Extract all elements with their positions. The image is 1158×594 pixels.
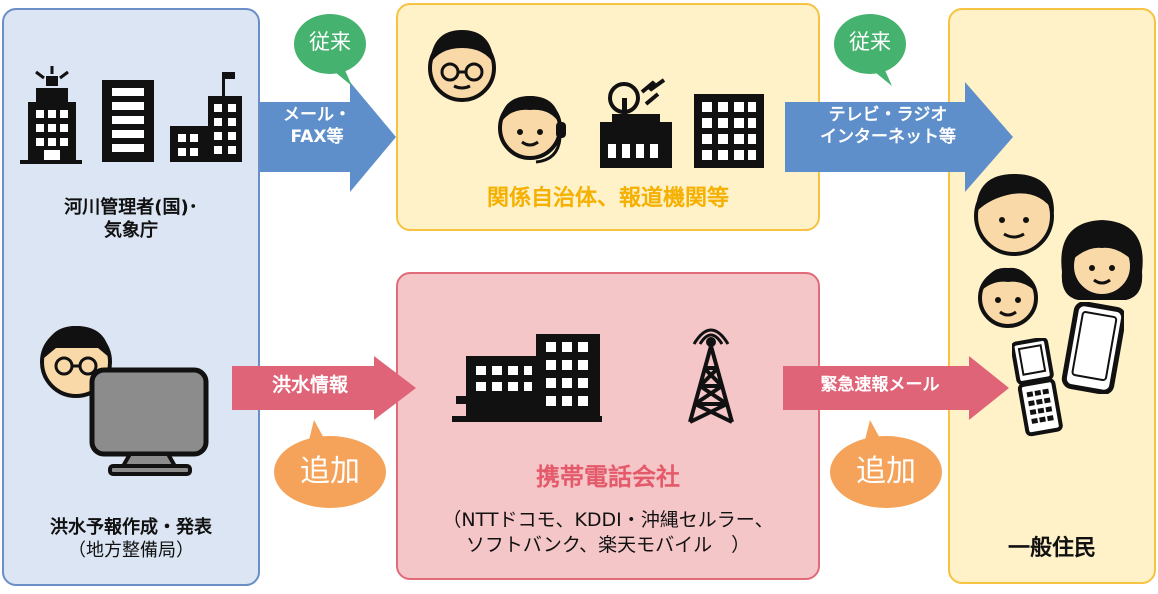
bubble-added-right-label: 追加 [856, 454, 916, 489]
forecaster-at-monitor-icon [40, 326, 209, 476]
cell-tower-icon [688, 328, 734, 424]
arrow-mail-fax-line2: FAX等 [290, 127, 344, 148]
arrow-flood-info-label: 洪水情報 [271, 374, 348, 396]
carrier-list-line2: ソフトバンク、楽天モバイル ） [465, 533, 751, 556]
municipality-media-label: 関係自治体、報道機関等 [486, 186, 729, 211]
bubble-added-left-label: 追加 [300, 454, 360, 489]
speech-bubble-conventional-right [834, 14, 906, 86]
forecast-issuer-sublabel: （地方整備局） [68, 540, 194, 562]
office-building-icon [694, 94, 764, 168]
resident-woman-icon [1061, 220, 1143, 300]
residents-label: 一般住民 [1007, 536, 1096, 561]
smartphone-icon [1061, 302, 1124, 394]
speech-bubble-added-left [274, 420, 386, 508]
arrow-tv-radio-line2: インターネット等 [820, 127, 956, 148]
carrier-office-building-icon [452, 334, 602, 422]
speech-bubble-added-right [830, 420, 942, 508]
carrier-list-line1: （NTTドコモ、KDDI・沖縄セルラー、 [442, 509, 774, 531]
arrow-mail-fax [260, 82, 396, 192]
arrow-mail-fax-line1: メール・ [283, 105, 351, 125]
arrow-emergency-mail [783, 356, 1009, 420]
mobile-carrier-panel [396, 272, 820, 580]
speech-bubble-conventional-left [294, 14, 366, 86]
arrow-tv-radio-internet [785, 82, 1013, 192]
mobile-carrier-label: 携帯電話会社 [536, 463, 680, 491]
broadcast-station-icon [600, 78, 672, 168]
river-manager-label-line2: 気象庁 [104, 220, 158, 242]
bubble-conventional-right-label: 従来 [849, 30, 891, 54]
official-with-glasses-icon [428, 30, 496, 102]
operator-with-headset-icon [498, 96, 566, 164]
resident-child-icon [978, 267, 1038, 328]
arrow-emergency-mail-label: 緊急速報メール [820, 375, 940, 395]
river-manager-label-line1: 河川管理者(国)･ [64, 197, 198, 218]
bubble-conventional-left-label: 従来 [309, 30, 351, 54]
arrow-flood-info [232, 356, 416, 420]
arrow-tv-radio-line1: テレビ・ラジオ [828, 105, 948, 125]
forecast-issuer-label: 洪水予報作成・発表 [50, 517, 212, 538]
government-buildings-icon [20, 66, 242, 164]
resident-man-icon [974, 174, 1054, 256]
flip-phone-icon [1012, 338, 1063, 437]
